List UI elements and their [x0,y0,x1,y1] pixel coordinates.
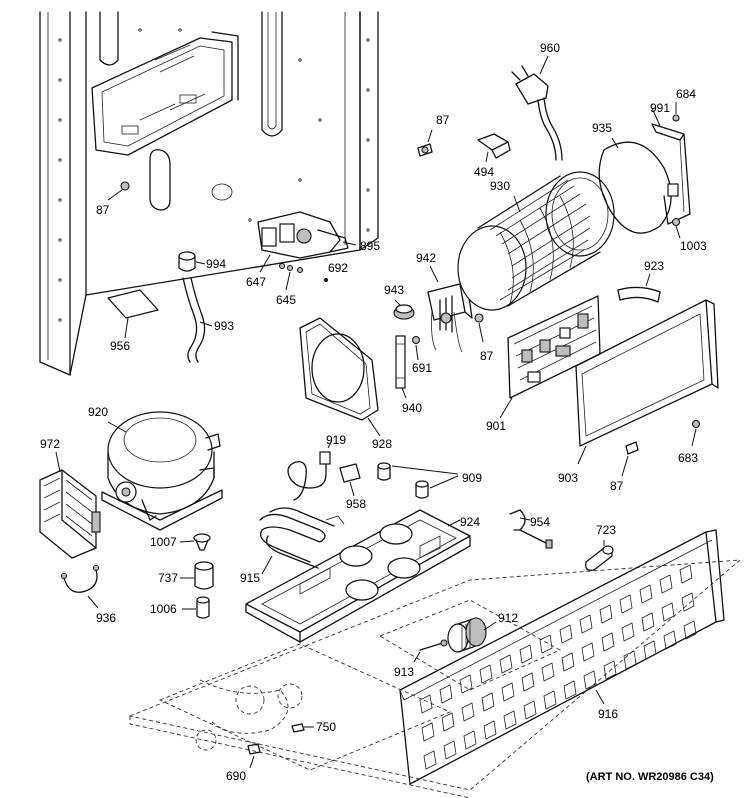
callout-924: 924 [460,515,480,529]
callout-930: 930 [490,179,510,193]
callout-750: 750 [316,720,336,734]
callout-692: 692 [328,261,348,275]
cabinet-back [39,11,379,376]
callout-916: 916 [598,707,618,721]
callout-958: 958 [346,497,366,511]
callout-915: 915 [240,571,260,585]
fan-shroud-928 [299,317,381,437]
suction-line-919 [287,439,333,501]
defrost-bracket-942 [427,265,473,353]
drain-tube-993 [182,277,213,363]
sleeve-737 [180,561,214,590]
callout-935: 935 [592,121,612,135]
art-number: (ART NO. WR20986 C34) [586,771,714,783]
fan-blade-913 [413,639,448,663]
callout-994: 994 [206,257,226,271]
compressor-control-972 [39,451,101,559]
condenser-915 [259,507,345,575]
screw-684 [672,102,680,122]
callout-923: 923 [644,259,664,273]
grommets-909 [377,462,459,499]
callout-87-cabinet: 87 [96,203,110,217]
callout-1006: 1006 [150,602,177,616]
callout-909: 909 [462,471,482,485]
bracket-991 [651,107,691,225]
callout-928: 928 [372,437,392,451]
callout-895: 895 [360,239,380,253]
screw-87-top [417,129,433,157]
callout-690: 690 [226,769,246,783]
callout-954: 954 [530,515,550,529]
harness-954 [509,509,553,549]
condenser-fan-motor-912 [447,617,497,653]
pad-956 [107,289,159,339]
callout-87-board: 87 [610,479,624,493]
thermostat-943 [393,299,415,320]
screw-691 [411,335,421,361]
callout-1003: 1003 [680,239,707,253]
callout-737: 737 [158,571,178,585]
callout-940: 940 [402,401,422,415]
callout-991: 991 [650,101,670,115]
screw-87-cabinet [107,181,130,201]
callout-1007: 1007 [150,535,177,549]
screw-1003 [671,217,681,239]
board-cover-903 [575,299,719,465]
callout-943: 943 [384,283,404,297]
callout-684: 684 [676,87,696,101]
callout-993: 993 [214,319,234,333]
water-valve-assembly [257,211,357,291]
machine-compartment-base [128,559,742,798]
heater-940 [395,335,407,399]
drain-pan-924 [245,509,471,643]
evaporator-coil-930 [457,171,615,311]
screw-683 [691,419,701,447]
callout-901: 901 [486,419,506,433]
callout-691: 691 [412,361,432,375]
pad-958 [339,463,361,497]
cover-disc-935 [598,137,672,234]
power-cord-960 [511,55,563,161]
callout-647: 647 [246,275,266,289]
rear-grille-916 [399,529,725,785]
callout-683: 683 [678,451,698,465]
callout-645: 645 [276,293,296,307]
callout-942: 942 [416,251,436,265]
spacer-1006 [182,596,210,619]
callout-903: 903 [558,471,578,485]
callout-972: 972 [40,437,60,451]
callout-956: 956 [110,339,130,353]
callout-936: 936 [96,611,116,625]
compressor-920 [101,411,223,531]
screw-690 [247,743,261,769]
callout-723: 723 [596,523,616,537]
callout-87-evaporator: 87 [480,349,494,363]
callout-87-top: 87 [436,113,450,127]
callout-494: 494 [474,165,494,179]
capacitor-723 [585,540,614,571]
callout-913: 913 [394,665,414,679]
callout-labels: 87 87 87 87 494 960 684 991 935 930 1003… [40,41,714,783]
screw-87-board [621,441,639,477]
clip-494 [477,133,511,163]
wire-harness-936 [60,564,100,609]
callout-919: 919 [326,433,346,447]
main-board-901 [499,295,601,419]
fitting-994 [178,251,206,272]
callout-912: 912 [498,611,518,625]
retainer-923 [617,273,661,303]
grommet-1007 [179,533,211,551]
callout-920: 920 [88,405,108,419]
callout-960: 960 [540,41,560,55]
screw-750 [291,723,314,733]
screw-87-evaporator [474,313,484,343]
